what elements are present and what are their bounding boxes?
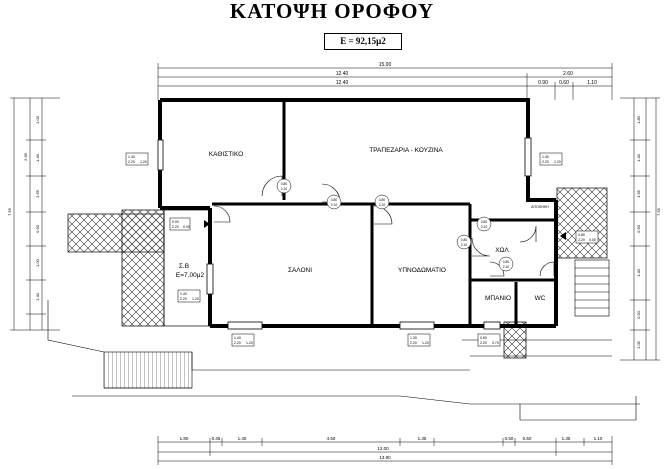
tag-w-sbbot-w: 1.40 [180,292,187,296]
balcony-title: Σ.Β [179,263,189,270]
tag-w-ypn-w: 1.30 [410,336,417,340]
dim-right-3: 1.65 [636,189,641,198]
tag-d3-h: 2.10 [379,203,386,207]
dim-left-1: 1.00 [35,115,40,124]
entry-arrows [204,220,566,240]
tag-w-mpan-w: 0.50 [480,336,487,340]
tag-w-ypn-h: 2.20 [410,341,417,345]
right-dimension-chain [620,97,660,361]
dim-left-total: 7.55 [7,207,12,216]
dim-bot-9: 1.10 [594,436,603,441]
dim-bot-5: 1.35 [418,436,427,441]
room-hol: ΧΩΛ [495,247,509,254]
dim-right-6: 0.50 [636,310,641,319]
tag-d1-w: 0.80 [281,182,288,186]
balcony-hatch [67,187,608,359]
tag-d4-w: 0.80 [481,220,488,224]
top-dimension-chain [157,63,613,100]
room-kathistiko: ΚΑΘΙΣΤΙΚΟ [209,151,243,158]
windows [157,137,532,330]
drawing-title: ΚΑΤΟΨΗ ΟΡΟΦΟΥ [229,0,435,23]
dim-overall: 15.00 [379,62,392,68]
tag-w-sbbot-s: 1.20 [192,297,199,301]
dim-right-2: 1.40 [636,153,641,162]
tag-d5-w: 0.80 [461,238,468,242]
dim-top-a: 12.40 [336,71,349,77]
tag-w-trap-s: 1.20 [554,160,561,164]
tag-d1-h: 2.10 [281,187,288,191]
dim-right-4: 0.90 [636,224,641,233]
dim-bot-total: 13.90 [379,455,391,460]
site-lines [47,300,640,421]
dim-right-total: 7.55 [656,207,661,216]
tag-d6-h: 2.10 [503,265,510,269]
dim-top-c: 12.40 [336,80,349,86]
room-trapezaria: ΤΡΑΠΕΖΑΡΙΑ - ΚΟΥΖΙΝΑ [369,147,443,154]
room-mpanio: ΜΠΑΝΙΟ [485,295,511,302]
dim-top-f: 1.10 [587,80,597,86]
dim-top-e: 0.60 [559,80,569,86]
tag-d2-h: 2.10 [331,203,338,207]
tag-w-sbtop-w: 0.90 [172,220,179,224]
tag-w-sbbot-h: 2.20 [180,297,187,301]
walls [158,98,558,328]
dim-left-5: 1.00 [35,258,40,267]
tag-d3-w: 0.80 [379,198,386,202]
tag-w-kath-s: 1.20 [140,160,147,164]
dim-right-7: 1.05 [636,340,641,349]
dim-bot-1: 1.80 [180,436,189,441]
bottom-dimension-chain [157,436,613,465]
tag-w-sal-w: 1.40 [234,336,241,340]
tag-w-apoth-h: 2.20 [578,238,585,242]
tag-w-apoth-s: 0.00 [589,238,596,242]
dim-bot-8: 1.35 [562,436,571,441]
tag-w-trap-w: 1.40 [542,155,549,159]
area-label: E = 92,15μ2 [324,33,402,50]
opening-tags [125,152,599,347]
dim-right-5: 1.40 [636,268,641,277]
tag-w-sbtop-h: 2.20 [172,225,179,229]
dim-left-2: 1.40 [35,153,40,162]
tag-w-trap-h: 2.20 [542,160,549,164]
tag-w-sbtop-s: 0.00 [183,225,190,229]
room-saloni: ΣΑΛΟΝΙ [288,267,312,274]
tag-d5-h: 2.10 [461,243,468,247]
dim-left-3: 1.65 [35,189,40,198]
tag-w-sal-h: 2.20 [234,341,241,345]
tag-d2-w: 0.80 [331,198,338,202]
tag-w-sal-s: 1.20 [246,341,253,345]
room-ypnodomatio: ΥΠΝΟΔΩΜΑΤΙΟ [398,267,446,274]
tag-w-kath-h: 2.20 [128,160,135,164]
dim-bot-2: 0.45 [212,436,221,441]
dim-left-sub: 2.65 [23,152,28,161]
tag-d6-w: 0.80 [503,260,510,264]
room-wc: WC [535,295,546,302]
room-apothiki: ΑΠΟΘΗΚΗ [531,205,549,209]
tag-w-apoth-w: 0.80 [578,233,585,237]
stairs [103,259,610,389]
dim-right-1: 1.80 [636,115,641,124]
dim-bot-7: 0.50 [523,436,532,441]
dim-bot-4: 4.50 [327,436,336,441]
dim-bot-6: 0.50 [505,436,514,441]
tag-w-mpan-h: 2.20 [480,341,487,345]
dim-bot-mid: 12.00 [377,446,389,451]
tag-d4-h: 2.10 [481,225,488,229]
door-tags [276,178,514,272]
tag-w-ypn-s: 1.20 [422,341,429,345]
dim-left-4: 0.90 [35,224,40,233]
tag-w-mpan-s: 0.70 [492,341,499,345]
dim-bot-3: 1.40 [238,436,247,441]
left-dimension-chain [10,97,60,331]
dim-top-b: 2.60 [563,71,573,77]
tag-w-kath-w: 1.40 [128,155,135,159]
balcony-area: E=7,00μ2 [176,272,205,279]
dim-top-d: 0.90 [538,80,548,86]
dim-left-6: 1.40 [35,292,40,301]
